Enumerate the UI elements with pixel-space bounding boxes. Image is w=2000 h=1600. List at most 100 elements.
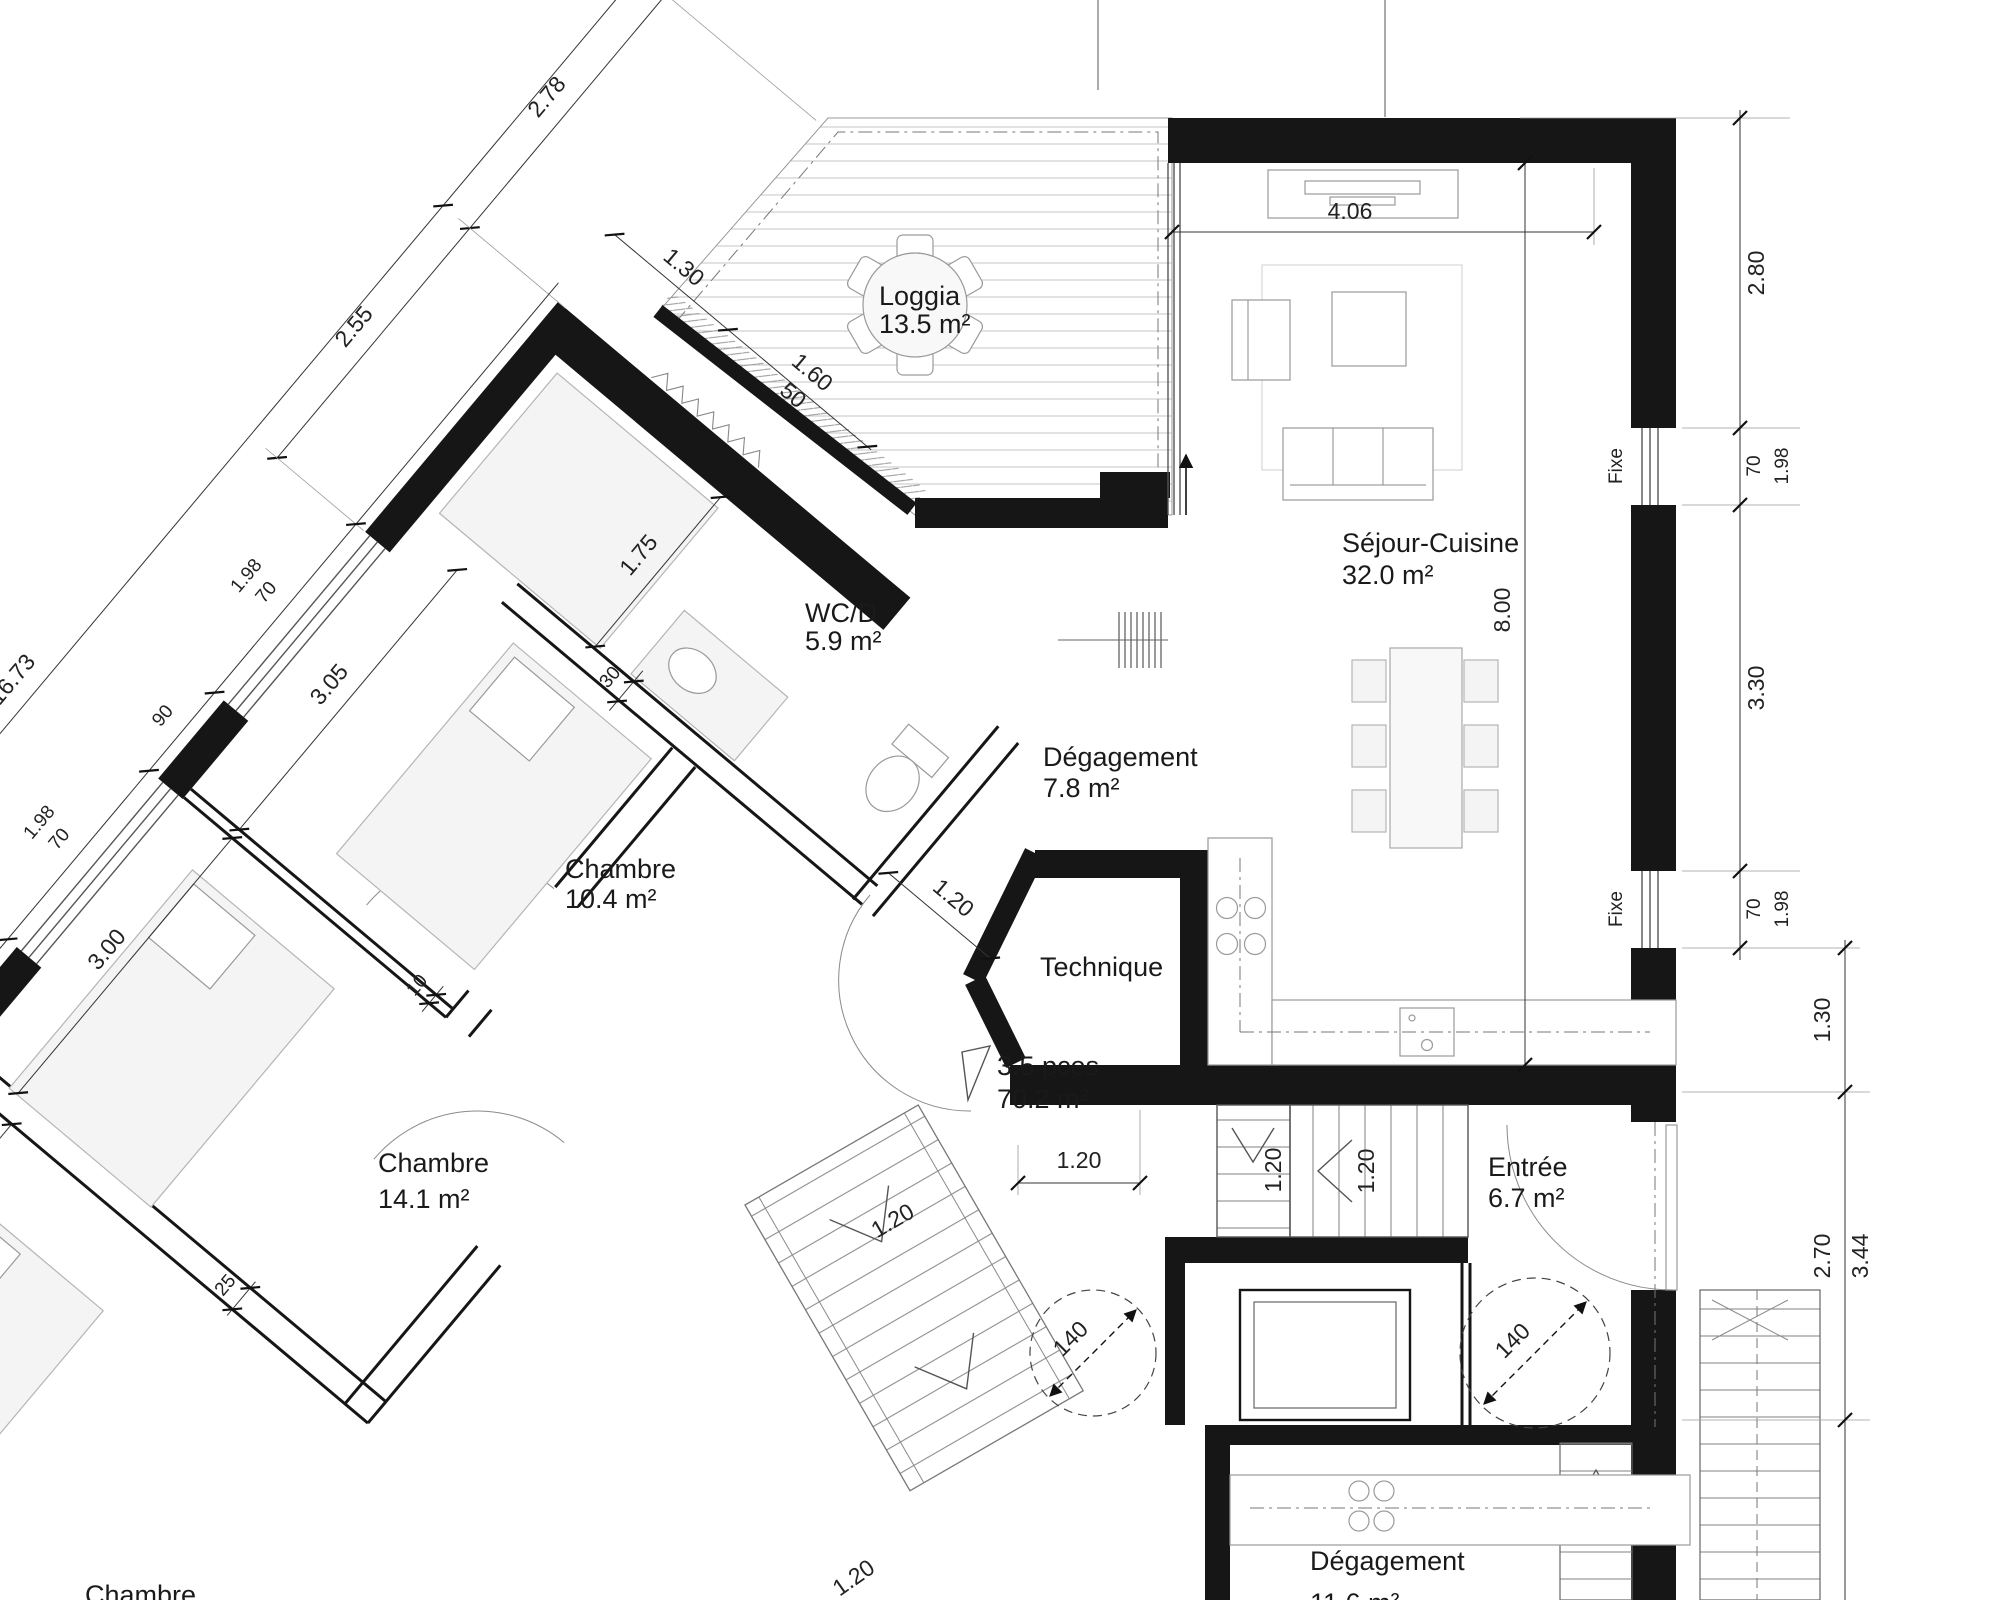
- wcd-closet: [438, 372, 719, 650]
- entree-west-wall: [1460, 1263, 1472, 1427]
- dim-198-r2: 1.98: [1772, 891, 1793, 928]
- sink-drain: [1420, 1038, 1434, 1052]
- stair-arrow-1: [1231, 1127, 1275, 1164]
- dim-1.20-cut: 1.20: [828, 1554, 880, 1600]
- armchair: [1231, 299, 1291, 381]
- lift-shaft: [1238, 1288, 1412, 1422]
- toilet-bowl: [865, 755, 920, 813]
- facade-windows: [20, 535, 386, 965]
- dim-70-r2: 70: [1744, 898, 1765, 919]
- wcd-label: WC/D: [805, 598, 877, 628]
- dim-2.55: 2.55: [329, 301, 378, 352]
- dim-stair2: 1.20: [1353, 1149, 1379, 1194]
- technique-north-wall: [1035, 850, 1208, 878]
- loggia-area: 13.5 m²: [879, 309, 971, 339]
- degagement2-label: Dégagement: [1310, 1546, 1465, 1576]
- lower-hotplates: [1348, 1480, 1395, 1532]
- wing-furniture: [0, 372, 950, 1542]
- chambre2-label: Chambre: [378, 1148, 489, 1178]
- apartment-pieces: 3.5 pces: [997, 1051, 1099, 1081]
- ortho-dimensions: 4.06 8.00 2.80 70 1.98 3.30 70 1.98 1.30…: [828, 110, 1873, 1600]
- chambre1-label: Chambre: [565, 854, 676, 884]
- degagement1-area: 7.8 m²: [1043, 773, 1120, 803]
- wardrobe-hatch: [1058, 612, 1168, 668]
- dim-3.44: 3.44: [1847, 1233, 1873, 1278]
- kitchen-counter-horizontal: [1271, 999, 1677, 1066]
- dim-8.00: 8.00: [1489, 588, 1515, 633]
- right-wall-pier-4: [1631, 1290, 1676, 1443]
- degagement2-area: 11.6 m²: [1310, 1588, 1400, 1600]
- kitchen-back-wall: [1180, 878, 1208, 1065]
- lower-kitchen-counter: [1229, 1474, 1691, 1546]
- bed-chambre2: [8, 869, 336, 1208]
- kitchen: [1207, 837, 1677, 1066]
- dim-2.78: 2.78: [522, 71, 571, 122]
- stair-flight-1: [1216, 1104, 1291, 1238]
- top-wall: [1168, 118, 1676, 163]
- sejour-area: 32.0 m²: [1342, 560, 1434, 590]
- dim-stair1: 1.20: [1260, 1148, 1286, 1193]
- chambre-partition-wall: [183, 787, 455, 1019]
- bed-chambre3: [0, 1187, 105, 1542]
- loggia-wall-step: [1100, 472, 1170, 498]
- corridor-wall: [500, 582, 879, 906]
- fixe-label-2: Fixe: [1606, 891, 1627, 927]
- hall-stair: 1.20: [744, 1104, 1085, 1492]
- insulation-zigzag: [651, 372, 761, 468]
- apartment-flag-icon: [961, 1045, 992, 1103]
- sink-tap: [1408, 1014, 1416, 1022]
- lower-apartment-west-wall: [1205, 1445, 1230, 1600]
- loggia-table-set: [846, 234, 984, 376]
- right-wall-pier-2: [1631, 505, 1676, 871]
- hall-door-swing: [838, 894, 972, 1112]
- dim-198-r1: 1.98: [1772, 448, 1793, 485]
- dim-70-w2: 70: [45, 824, 75, 854]
- dim-3.30: 3.30: [1743, 666, 1769, 711]
- stair-flight-2: [1289, 1104, 1469, 1238]
- loggia-label: Loggia: [879, 281, 961, 311]
- loggia-bottom-wall: [915, 498, 1168, 528]
- dim-4.06: 4.06: [1328, 198, 1373, 224]
- loggia-south-wall: [653, 305, 917, 515]
- balcony-parapet-hatch: [657, 292, 927, 509]
- wcd-north-wall: [531, 302, 911, 630]
- sejour-label: Séjour-Cuisine: [1342, 528, 1519, 558]
- chambre2-area: 14.1 m²: [378, 1184, 470, 1214]
- facade-wall: [0, 302, 583, 1083]
- wcd-basin: [668, 647, 717, 694]
- dim-16.73: 16.73: [0, 649, 40, 710]
- entree-area: 6.7 m²: [1488, 1183, 1565, 1213]
- round-table: [862, 252, 968, 358]
- fixe-label-1: Fixe: [1606, 448, 1627, 484]
- entree-label: Entrée: [1488, 1152, 1568, 1182]
- dining-table-set: [1351, 647, 1499, 849]
- chambre3-label: Chambre: [85, 1580, 196, 1600]
- wcd-east-wall: [851, 725, 1020, 918]
- dim-70-r1: 70: [1744, 455, 1765, 476]
- sofa: [1282, 427, 1434, 501]
- dim-30: 30: [596, 663, 626, 693]
- tv: [1304, 180, 1421, 195]
- room-labels: Séjour-Cuisine 32.0 m² WC/D 5.9 m² Dégag…: [85, 448, 1627, 1600]
- fixed-window-2: [1641, 871, 1659, 948]
- hotplates: [1215, 896, 1267, 956]
- entrance-door: [1506, 1122, 1678, 1427]
- chambre2-east-wall: [343, 1110, 565, 1425]
- bed-chambre1: [335, 642, 653, 971]
- circulation: 1.20 1.20 1.20 140: [744, 612, 1821, 1600]
- dining-table: [1389, 647, 1463, 849]
- reference-lines: [1097, 0, 1386, 117]
- right-wall-pier-1: [1631, 163, 1676, 428]
- apartment-area: 70.2 m²: [997, 1084, 1089, 1114]
- shaft-west-wall: [1165, 1263, 1185, 1425]
- dim-circle-entree: 140: [1490, 1318, 1536, 1364]
- dim-2.80: 2.80: [1743, 251, 1769, 296]
- dim-2.70: 2.70: [1809, 1234, 1835, 1279]
- coffee-table: [1331, 291, 1407, 367]
- dim-1.30-right: 1.30: [1809, 998, 1835, 1043]
- exterior-stair: [1699, 1289, 1821, 1600]
- degagement1-label: Dégagement: [1043, 742, 1198, 772]
- sejour-bottom-wall: [1010, 1065, 1676, 1105]
- dim-1.20-door: 1.20: [928, 873, 979, 922]
